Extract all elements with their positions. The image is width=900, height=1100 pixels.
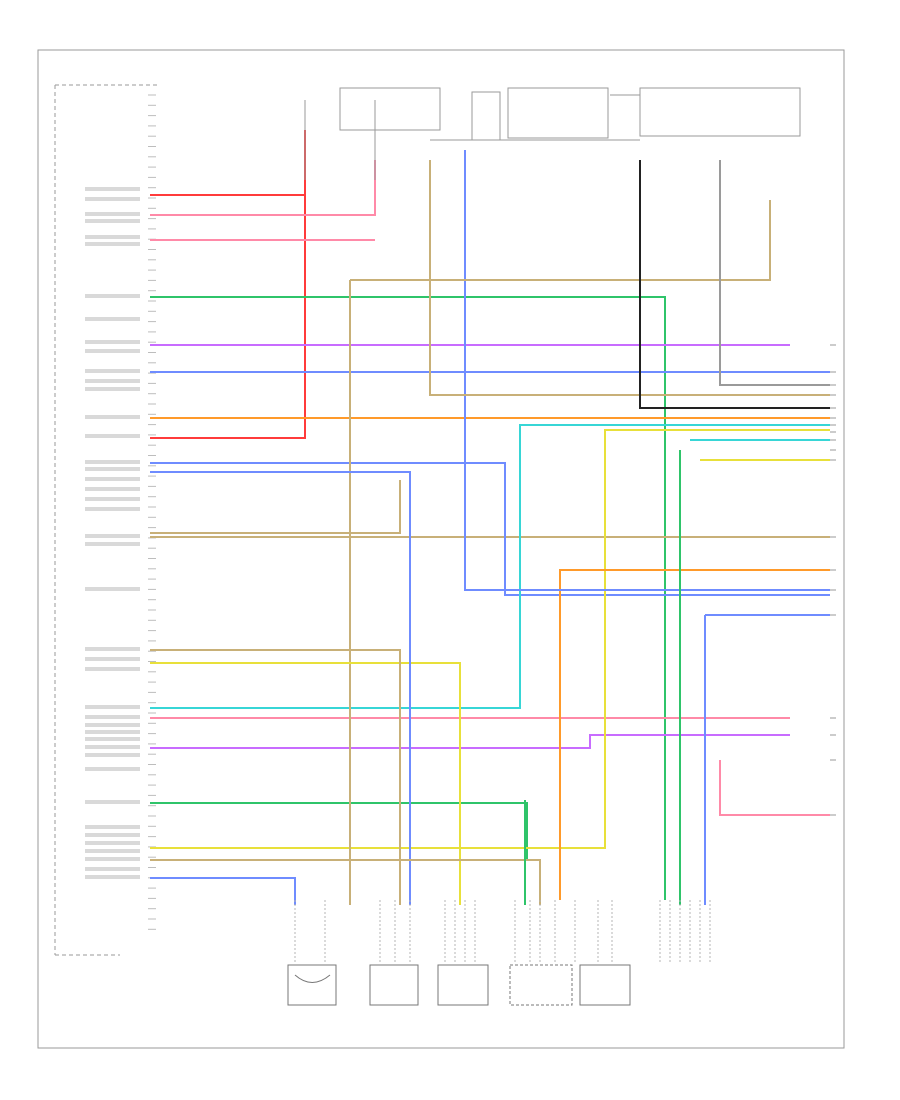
- bottom-connectors: [287, 964, 631, 1006]
- pin-label-placeholder: [85, 415, 140, 419]
- pin-label-placeholder: [85, 867, 140, 871]
- pin-label-placeholder: [85, 340, 140, 344]
- pin-label-placeholder: [85, 730, 140, 734]
- wire-pink-4: [719, 760, 830, 816]
- wire-yellow: [150, 429, 830, 849]
- pin-label-placeholder: [85, 753, 140, 757]
- pin-label-placeholder: [85, 212, 140, 216]
- gauge-box: [507, 87, 609, 139]
- wire-red: [150, 130, 306, 196]
- top-components: [304, 87, 801, 180]
- pin-label-placeholder: [85, 477, 140, 481]
- sensor-box: [471, 91, 501, 141]
- pin-label-placeholder: [85, 349, 140, 353]
- pin-label-placeholder: [85, 460, 140, 464]
- pin-label-placeholder: [85, 235, 140, 239]
- wire-tan-4: [350, 200, 771, 281]
- module-pin-ticks: [148, 94, 156, 930]
- pin-label-placeholder: [85, 387, 140, 391]
- wire-blue-2: [150, 462, 830, 596]
- pin-label-placeholder: [85, 667, 140, 671]
- pin-label-placeholder: [85, 197, 140, 201]
- pin-label-placeholder: [85, 833, 140, 837]
- wire-black: [639, 160, 830, 409]
- pin-label-placeholder: [85, 800, 140, 804]
- wire-violet-2: [150, 734, 790, 749]
- wire-harness: [150, 130, 830, 905]
- connector-b: [369, 964, 419, 1006]
- pin-label-placeholder: [85, 857, 140, 861]
- wire-red-2: [150, 195, 306, 439]
- pin-label-placeholder: [85, 841, 140, 845]
- wire-blue-7: [150, 471, 411, 905]
- wire-green: [150, 296, 666, 900]
- pin-label-placeholder: [85, 705, 140, 709]
- pin-label-placeholder: [85, 657, 140, 661]
- pin-label-placeholder: [85, 317, 140, 321]
- control-module-bracket: [54, 84, 160, 956]
- pin-label-placeholder: [85, 379, 140, 383]
- pin-label-placeholder: [85, 737, 140, 741]
- switch-box: [639, 87, 801, 137]
- wire-orange-2: [559, 569, 830, 900]
- switch-pair: [509, 964, 573, 1006]
- connector-c: [437, 964, 489, 1006]
- pin-label-placeholder: [85, 497, 140, 501]
- connector-d: [579, 964, 631, 1006]
- pin-label-placeholder: [85, 187, 140, 191]
- pin-label-placeholder: [85, 219, 140, 223]
- wire-green-2: [150, 802, 528, 860]
- module-pin-labels: [85, 187, 140, 879]
- pin-label-placeholder: [85, 587, 140, 591]
- right-connector-pins: [830, 344, 836, 816]
- pin-label-placeholder: [85, 647, 140, 651]
- pin-label-placeholder: [85, 487, 140, 491]
- pin-label-placeholder: [85, 542, 140, 546]
- pin-label-placeholder: [85, 723, 140, 727]
- wire-tan-7: [150, 859, 541, 905]
- pin-label-placeholder: [85, 875, 140, 879]
- connector-a: [287, 964, 337, 1006]
- wire-yellow-2: [150, 662, 461, 905]
- pin-label-placeholder: [85, 767, 140, 771]
- pin-label-placeholder: [85, 369, 140, 373]
- wire-blue-4: [464, 150, 830, 591]
- pin-label-placeholder: [85, 849, 140, 853]
- wire-cyan: [150, 424, 830, 709]
- pin-label-placeholder: [85, 745, 140, 749]
- pin-label-placeholder: [85, 825, 140, 829]
- pin-label-placeholder: [85, 434, 140, 438]
- pin-label-placeholder: [85, 534, 140, 538]
- wire-tan-2: [429, 160, 830, 396]
- wire-blue-3: [150, 877, 296, 905]
- relay-box: [339, 87, 441, 131]
- pin-label-placeholder: [85, 467, 140, 471]
- pin-label-placeholder: [85, 294, 140, 298]
- connector-wire-stubs: [294, 900, 711, 962]
- wire-tan-6: [150, 480, 401, 534]
- pin-label-placeholder: [85, 507, 140, 511]
- pin-label-placeholder: [85, 715, 140, 719]
- diagram-frame: [37, 49, 845, 1049]
- wire-gray: [719, 160, 830, 386]
- wire-tan-5: [150, 649, 401, 905]
- wire-pink: [150, 160, 376, 216]
- pin-label-placeholder: [85, 242, 140, 246]
